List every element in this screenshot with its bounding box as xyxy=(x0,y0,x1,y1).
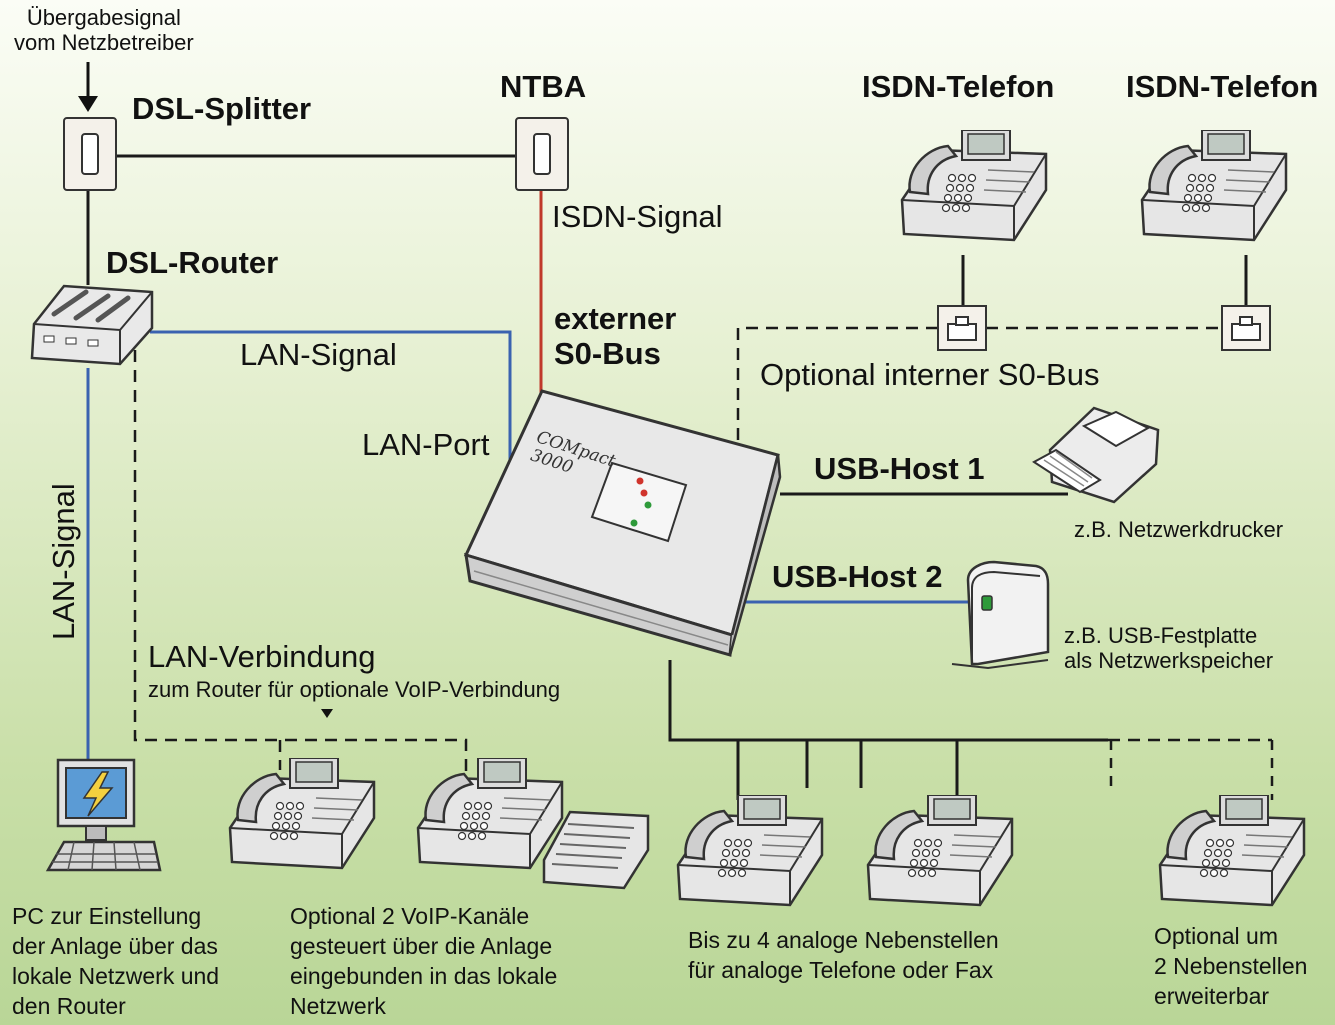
lan-connection-label: LAN-Verbindung xyxy=(148,639,376,674)
dsl-splitter-label: DSL-Splitter xyxy=(132,91,312,126)
ntba-icon xyxy=(515,117,569,191)
s0-bus-dashed-line xyxy=(736,326,938,440)
isdn-phone-1-icon xyxy=(900,130,1048,242)
printer-note: z.B. Netzwerkdrucker xyxy=(1074,517,1284,542)
lan-signal-label: LAN-Signal xyxy=(240,337,397,372)
dsl-router-label: DSL-Router xyxy=(106,245,279,280)
external-s0-bus-label: externer S0-Bus xyxy=(554,301,677,371)
sidecar-keypad-icon xyxy=(542,810,650,890)
isdn-phone-2-label: ISDN-Telefon xyxy=(1126,69,1319,104)
extension-option-note: Optional um 2 Nebenstellen erweiterbar xyxy=(1154,923,1308,1009)
dsl-splitter-icon xyxy=(63,117,117,191)
lan-connection-sub-label: zum Router für optionale VoIP-Verbindung xyxy=(148,677,561,702)
handover-arrowhead xyxy=(78,96,98,112)
pc-note: PC zur Einstellung der Anlage über das l… xyxy=(12,903,220,1019)
voip-phone-1-icon xyxy=(228,758,376,870)
analog-bus-line xyxy=(668,660,1108,742)
isdn-phone-2-icon xyxy=(1140,130,1288,242)
analog-extensions-note: Bis zu 4 analoge Nebenstellen für analog… xyxy=(688,927,999,983)
voip-note: Optional 2 VoIP-Kanäle gesteuert über di… xyxy=(290,903,558,1019)
isdn-signal-label: ISDN-Signal xyxy=(552,199,723,234)
dsl-router-icon xyxy=(30,284,154,366)
lan-signal-vertical-label: LAN-Signal xyxy=(46,483,81,640)
optional-s0-bus-label: Optional interner S0-Bus xyxy=(760,357,1100,392)
lan-dashed-marker xyxy=(321,709,333,718)
usb-host-2-label: USB-Host 2 xyxy=(772,559,943,594)
s0-socket-2-icon xyxy=(1221,305,1271,351)
pbx-device-icon xyxy=(463,389,782,657)
ntba-label: NTBA xyxy=(500,69,587,104)
analog-phone-1-icon xyxy=(676,795,824,907)
usb-host-1-label: USB-Host 1 xyxy=(814,451,985,486)
isdn-phone-1-label: ISDN-Telefon xyxy=(862,69,1055,104)
storage-note: z.B. USB-Festplatte als Netzwerkspeicher xyxy=(1064,623,1274,673)
network-printer-icon xyxy=(1032,406,1160,504)
lan-signal-line xyxy=(150,330,512,462)
optional-phone-icon xyxy=(1158,795,1306,907)
pc-icon xyxy=(45,758,162,872)
lan-dashed-line xyxy=(133,350,468,775)
usb-harddisk-icon xyxy=(951,560,1050,670)
handover-signal-label: Übergabesignal vom Netzbetreiber xyxy=(14,5,194,55)
s0-socket-1-icon xyxy=(937,305,987,351)
lan-port-label: LAN-Port xyxy=(362,427,490,462)
analog-phone-2-icon xyxy=(866,795,1014,907)
